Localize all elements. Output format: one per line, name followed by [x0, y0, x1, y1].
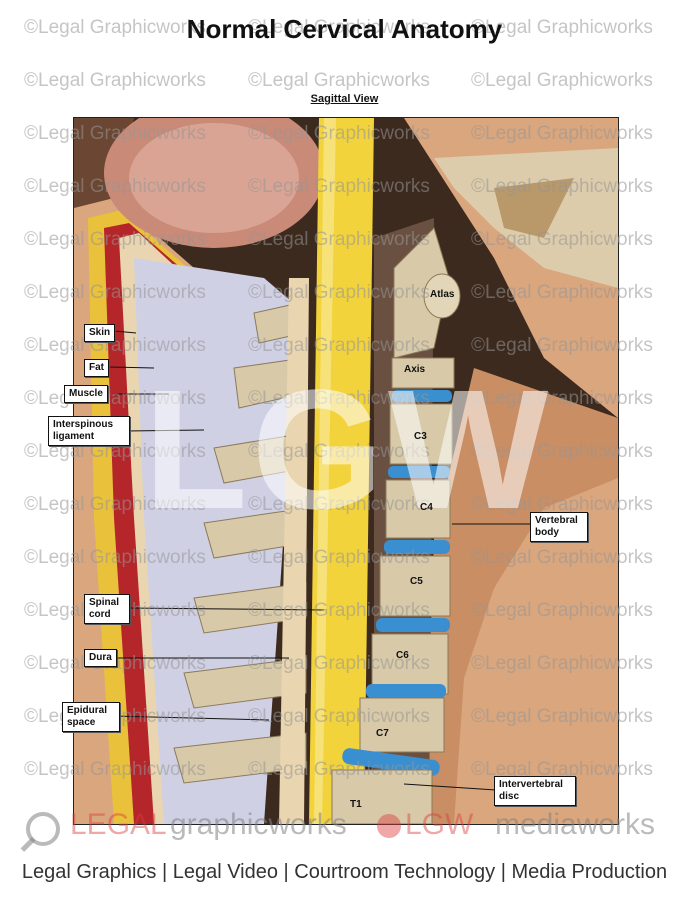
lgw-watermark: LGW — [143, 355, 553, 545]
epidural-space — [279, 278, 309, 824]
throat-shadow — [424, 368, 618, 824]
brand-bar: LEGAL graphicworks LGW mediaworks — [0, 808, 689, 852]
anatomy-illustration — [73, 117, 619, 825]
vertebra-c4-label: C4 — [420, 502, 433, 513]
brand-lgw: LGW — [405, 808, 474, 841]
label-intervertebral-disc: Intervertebral disc — [494, 776, 576, 806]
lgw-circle-icon — [377, 814, 401, 838]
jaw-detail — [494, 178, 574, 238]
footer-tagline: Legal Graphics | Legal Video | Courtroom… — [21, 861, 668, 883]
label-vertebral-body: Vertebral body — [530, 512, 588, 542]
label-skin: Skin — [84, 324, 116, 342]
label-interspinous-ligament: Interspinous ligament — [48, 416, 130, 446]
watermark: ©Legal Graphicworks — [248, 70, 430, 91]
vertebra-atlas-label: Atlas — [430, 289, 455, 300]
cervical-spine-drawing — [74, 118, 618, 824]
brand-graphicworks: graphicworks — [170, 808, 347, 841]
brand-mediaworks: mediaworks — [495, 808, 656, 841]
label-fat: Fat — [84, 359, 109, 377]
watermark: ©Legal Graphicworks — [24, 70, 206, 91]
magnifier-handle — [20, 837, 36, 852]
spinal-cord-highlight — [314, 118, 336, 824]
vertebra-c7-label: C7 — [376, 728, 389, 739]
vertebra-c3-label: C3 — [414, 431, 427, 442]
neck-soft-tissue — [404, 118, 618, 824]
label-spinal-cord: Spinal cord — [84, 594, 130, 624]
vertebra-t1-label: T1 — [350, 799, 362, 810]
cerebellum-inner — [129, 123, 299, 233]
vertebra-c5-label: C5 — [410, 576, 423, 587]
leader-lines — [107, 330, 532, 791]
label-epidural-space: Epidural space — [62, 702, 120, 732]
vertebral-bodies — [331, 227, 461, 824]
vertebra-c6-label: C6 — [396, 650, 409, 661]
vertebra-axis-label: Axis — [404, 364, 426, 375]
brand-legal: LEGAL — [70, 808, 167, 841]
page-title: Normal Cervical Anatomy — [186, 14, 503, 44]
watermark: ©Legal Graphicworks — [471, 70, 653, 91]
magnifier-icon — [26, 812, 60, 846]
label-muscle: Muscle — [64, 385, 108, 403]
label-dura: Dura — [84, 649, 117, 667]
page-subtitle: Sagittal View — [310, 93, 379, 105]
